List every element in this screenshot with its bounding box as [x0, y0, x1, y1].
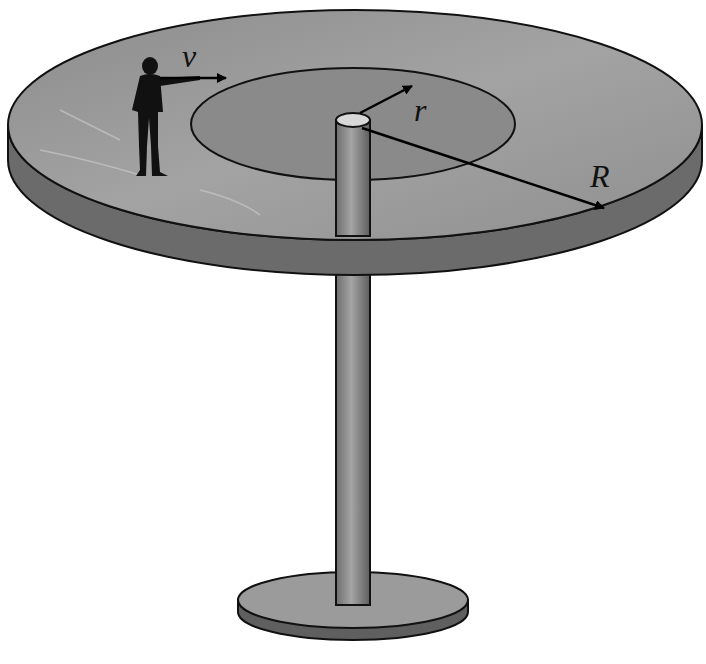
pole [336, 255, 370, 605]
radius-r-arrow [360, 86, 412, 113]
radius-label: r [414, 94, 426, 126]
radius-label: R [590, 160, 610, 192]
disc-top [8, 10, 702, 240]
pole-cap [336, 113, 370, 127]
person [132, 57, 200, 176]
velocity-arrow [160, 77, 226, 80]
velocity-label: v [182, 40, 196, 72]
pole-top [336, 120, 370, 236]
radius-R-arrow [362, 128, 604, 208]
